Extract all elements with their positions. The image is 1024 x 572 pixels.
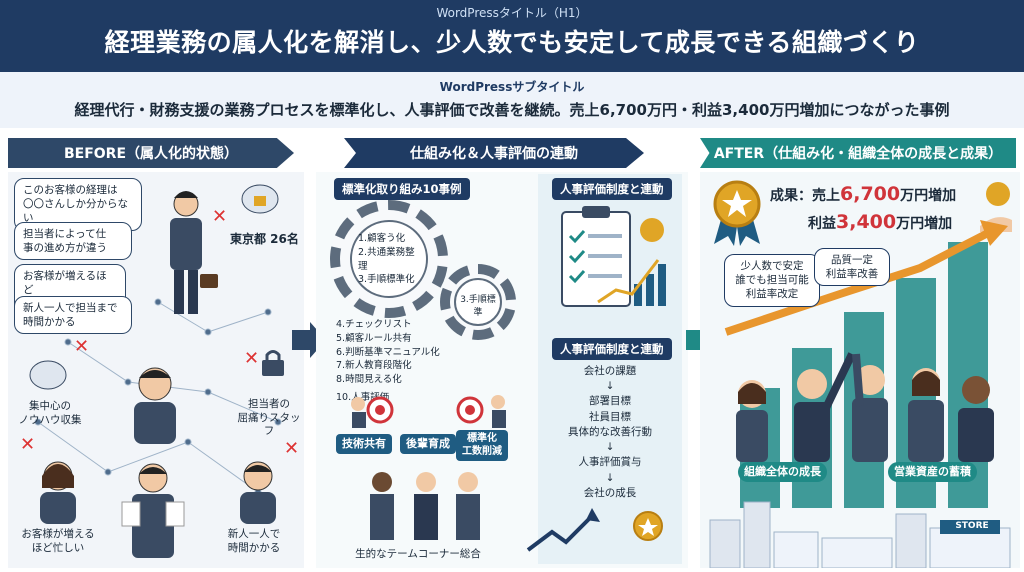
- x-mark-icon: ✕: [20, 434, 36, 455]
- std-item: 5.顧客ルール共有: [336, 332, 412, 344]
- after-bubble-left: 少人数で安定 誰でも担当可能 利益率改定: [724, 254, 820, 307]
- middle-panel: 標準化取り組み10事例 1.顧客う化 2.共通業務整理 3.手順標準化 3.手順…: [316, 172, 688, 568]
- std-item: 8.時間見える化: [336, 374, 402, 386]
- wp-subtitle-label: WordPressサブタイトル: [439, 80, 585, 94]
- before-banner: BEFORE（属人化的状態）: [8, 138, 294, 168]
- tag-junior-dev: 後輩育成: [400, 434, 456, 454]
- after-banner: AFTER（仕組み化・組織全体の成長と成果）: [700, 138, 1016, 168]
- flow-step: 会社の成長: [583, 486, 637, 499]
- team-target-illustration: [351, 395, 506, 428]
- sales-result: 成果：売上6,700万円増加: [770, 180, 956, 209]
- flow-step: 社員目標: [589, 410, 631, 423]
- newbie-label: 新人一人で 時間かかる: [227, 528, 281, 554]
- medal-icon: [713, 180, 761, 246]
- x-mark-icon: ✕: [284, 438, 300, 459]
- team-caption: 生的なテームコーナー総合: [355, 548, 481, 560]
- std-list: 4.チェックリスト 5.顧客ルール共有 6.判断基準マニュアル化 7.新人教育段…: [336, 318, 440, 405]
- before-panel: このお客様の経理は 〇〇さんしか分からない 担当者によって仕 事の進め方が違う …: [8, 172, 304, 568]
- celebrating-team-illustration: [736, 352, 994, 462]
- lock-icon: [262, 350, 284, 376]
- middle-banner: 仕組み化＆人事評価の連動: [344, 138, 644, 168]
- std-item: 7.新人教育段階化: [336, 360, 412, 372]
- profit-unit: 万円増加: [896, 216, 953, 232]
- growth-arrow-medal-icon: [526, 508, 663, 552]
- gear-item: 3.手順標準化: [358, 274, 415, 286]
- flow-step: 会社の課題: [583, 365, 637, 377]
- flow-arrow: ↓: [605, 441, 615, 454]
- header-bar: WordPressタイトル（H1） 経理業務の属人化を解消し、少人数でも安定して…: [0, 0, 1024, 72]
- gear-item: 1.顧客う化: [358, 233, 406, 244]
- profit-value: 3,400: [836, 211, 897, 233]
- store-sign: STORE: [955, 521, 989, 531]
- profit-label: 利益: [808, 216, 836, 232]
- gear-small-text: 3.手順標準: [454, 278, 502, 326]
- after-bubble-right: 品質一定 利益率改善: [814, 248, 890, 287]
- brain-icon: [29, 360, 67, 390]
- after-panel: 成果：売上6,700万円増加 利益3,400万円増加 少人数で安定 誰でも担当可…: [700, 172, 1020, 568]
- std-title: 標準化取り組み10事例: [334, 178, 470, 200]
- gear-item: 2.共通業務整理: [358, 246, 415, 272]
- cityscape-illustration: [709, 501, 1011, 568]
- bubble-newbie: 新人一人で担当まで 時間かかる: [14, 296, 132, 335]
- flow-step: 具体的な改善行動: [568, 425, 652, 438]
- page-subtitle: 経理代行・財務支援の業務プロセスを標準化し、人事評価で改善を継続。売上6,700…: [74, 101, 950, 119]
- thinking-man-illustration: [240, 461, 276, 524]
- flow-arrow: ↓: [605, 471, 615, 484]
- wp-title-label: WordPressタイトル（H1）: [436, 6, 588, 20]
- hr-flow: 会社の課題 ↓ 部署目標 社員目標 具体的な改善行動 ↓ 人事評価賞与 ↓ 会社…: [542, 364, 678, 501]
- hr-title-2: 人事評価制度と連動: [552, 338, 672, 360]
- sales-value: 6,700: [840, 183, 901, 205]
- std-item: 6.判断基準マニュアル化: [336, 346, 440, 358]
- brain-lock-icon: [241, 184, 279, 214]
- woman-illustration: [40, 461, 76, 524]
- network-lines: [34, 298, 282, 496]
- tag-org-growth: 組織全体の成長: [738, 462, 827, 482]
- gear-large-icon: [330, 200, 448, 318]
- x-mark-icon: ✕: [74, 336, 90, 357]
- bubble-different-methods: 担当者によって仕 事の進め方が違う: [14, 222, 132, 261]
- profit-result: 利益3,400万円増加: [808, 208, 952, 237]
- confused-man-illustration: [121, 463, 185, 558]
- knowhow-label: 集中心の ノウハウ収集: [18, 400, 82, 426]
- tag-tech-share: 技術共有: [336, 434, 392, 454]
- flow-step: 部署目標: [589, 395, 631, 408]
- team-handshake-illustration: [370, 472, 480, 540]
- tag-sales-assets: 営業資産の蓄積: [888, 462, 977, 482]
- clipboard-chart-icon: [561, 206, 666, 307]
- staff-label: 担当者の 屈痛りスタッフ: [237, 398, 301, 438]
- subheader-bar: WordPressサブタイトル 経理代行・財務支援の業務プロセスを標準化し、人事…: [0, 72, 1024, 128]
- flow-step: 人事評価賞与: [578, 456, 642, 469]
- page-title: 経理業務の属人化を解消し、少人数でも安定して成長できる組織づくり: [104, 28, 920, 57]
- std-item-10: 10.人事評価: [336, 391, 390, 403]
- busy-label: お客様が増える ほど忙しい: [21, 528, 95, 554]
- flow-arrow: ↓: [605, 380, 615, 393]
- sales-label: 成果：売上: [770, 188, 840, 204]
- gear-large-text: 1.顧客う化 2.共通業務整理 3.手順標準化: [350, 220, 428, 298]
- worried-staff-illustration: [170, 191, 218, 314]
- hr-title: 人事評価制度と連動: [552, 178, 672, 200]
- stressed-person-illustration: [134, 367, 176, 444]
- std-item: 4.チェックリスト: [336, 319, 412, 330]
- tag-standardize: 標準化 工数削減: [456, 430, 508, 461]
- x-mark-icon: ✕: [212, 206, 228, 227]
- x-mark-icon: ✕: [244, 348, 260, 369]
- location-label: 東京都 26名: [230, 232, 299, 246]
- sales-unit: 万円増加: [900, 188, 957, 204]
